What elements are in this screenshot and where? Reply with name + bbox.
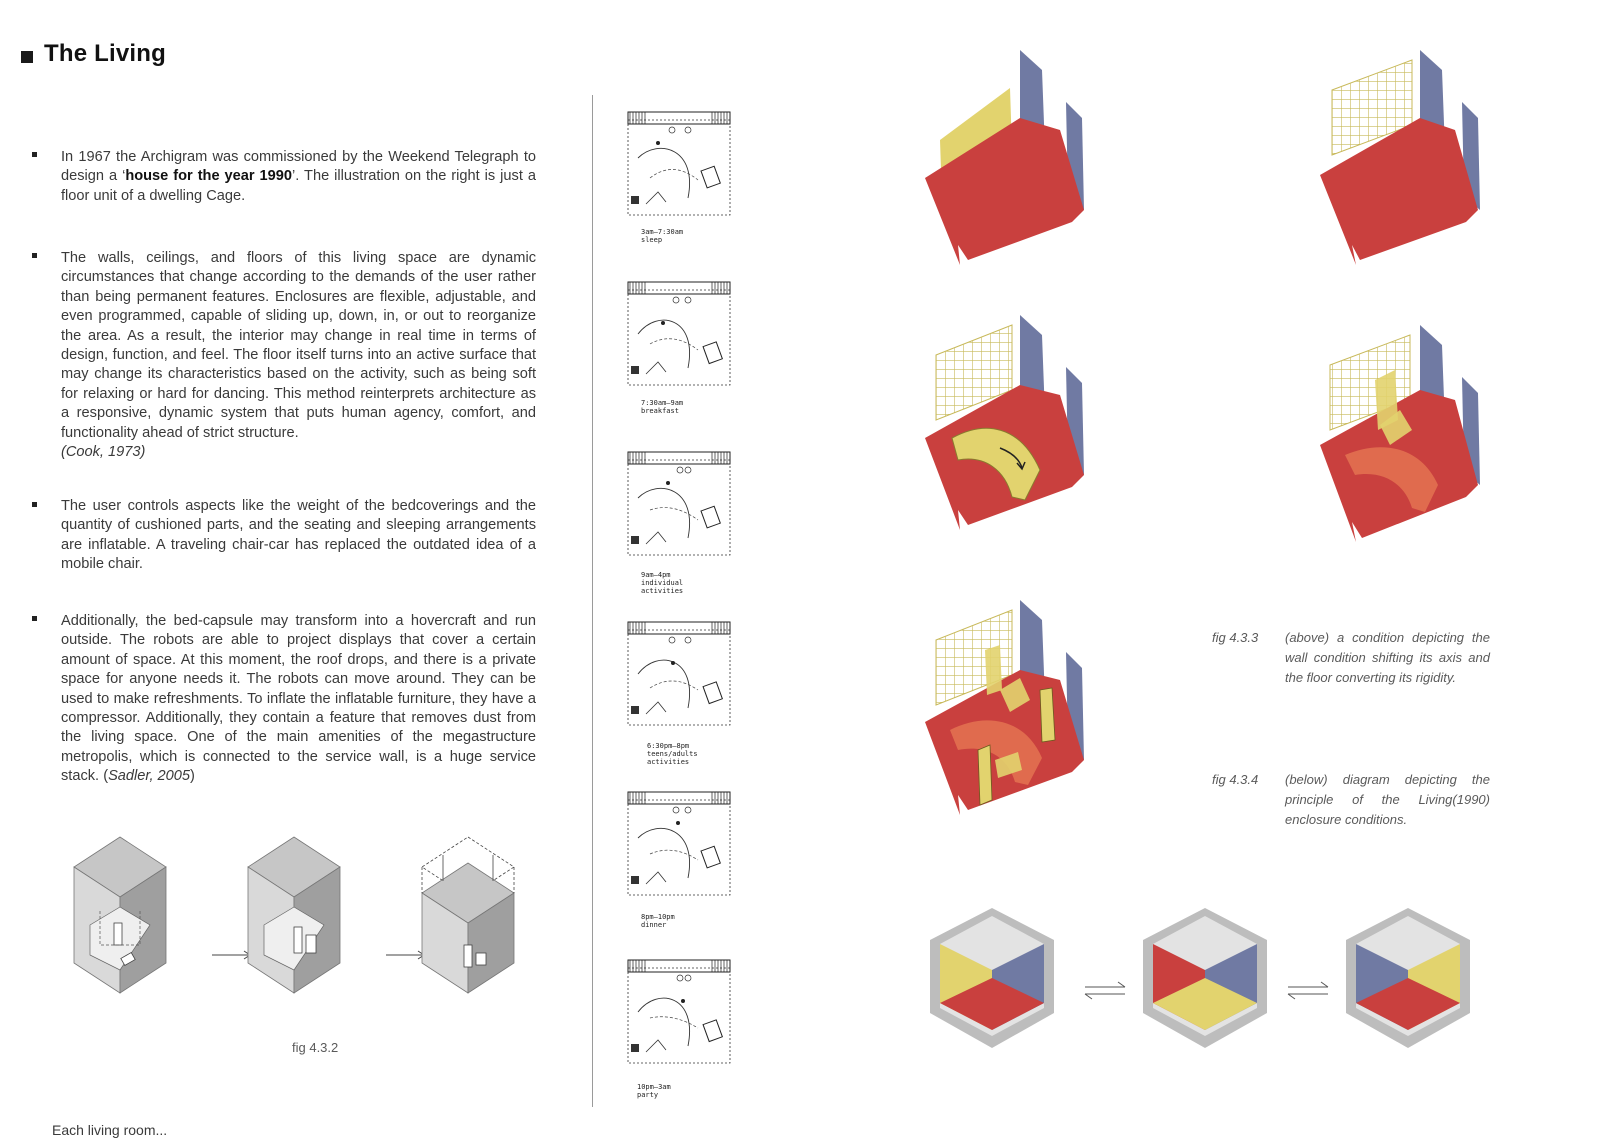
cube-diagram-2	[247, 836, 341, 994]
bullet-icon	[32, 152, 37, 157]
floor-plan-sketch	[627, 959, 731, 1064]
fig-434-label: fig 4.3.4	[1212, 772, 1259, 787]
fig-434-text: (below) diagram depicting the principle …	[1285, 772, 1490, 827]
cube-diagram-3	[421, 836, 515, 994]
fig-433-text: (above) a condition depicting the wall c…	[1285, 630, 1490, 685]
room-iso-1	[925, 50, 1084, 265]
exchange-arrow-1	[1084, 981, 1126, 1000]
room-iso-4	[1320, 325, 1480, 542]
fig-433-label: fig 4.3.3	[1212, 630, 1259, 645]
color-cube-2	[1143, 908, 1267, 1048]
cube-diagram-1	[73, 836, 167, 994]
paragraph-intro: In 1967 the Archigram was commissioned b…	[61, 149, 536, 204]
fig-432-label: fig 4.3.2	[292, 1040, 339, 1055]
page-title: The Living	[44, 40, 166, 67]
bullet-icon	[32, 616, 37, 621]
floor-plan-sketch	[627, 791, 731, 896]
paragraph-user-controls: The user controls aspects like the weigh…	[61, 498, 536, 573]
title-square-icon	[21, 51, 33, 63]
floor-plan-sketch	[627, 621, 731, 726]
fig-432-diagram	[73, 836, 515, 994]
floor-plans-svg	[627, 111, 731, 1064]
room-iso-2	[1320, 50, 1480, 265]
cutoff-footer-text: Each living room...	[52, 1122, 168, 1138]
color-cube-1	[930, 908, 1054, 1048]
exchange-arrow-2	[1287, 981, 1329, 1000]
room-iso-5	[925, 600, 1084, 815]
column-divider	[592, 95, 593, 1107]
room-iso-3	[925, 315, 1084, 530]
bullet-icon	[32, 253, 37, 258]
floor-plan-sketch	[627, 451, 731, 556]
paragraph-dynamic-walls: The walls, ceilings, and floors of this …	[61, 250, 536, 461]
floor-plan-sketch	[627, 111, 731, 216]
floor-plans-column	[627, 108, 748, 1108]
paragraph-bed-capsule: Additionally, the bed-capsule may transf…	[61, 613, 536, 785]
floor-plan-sketch	[627, 281, 731, 386]
bullet-icon	[32, 502, 37, 507]
color-cube-3	[1346, 908, 1470, 1048]
